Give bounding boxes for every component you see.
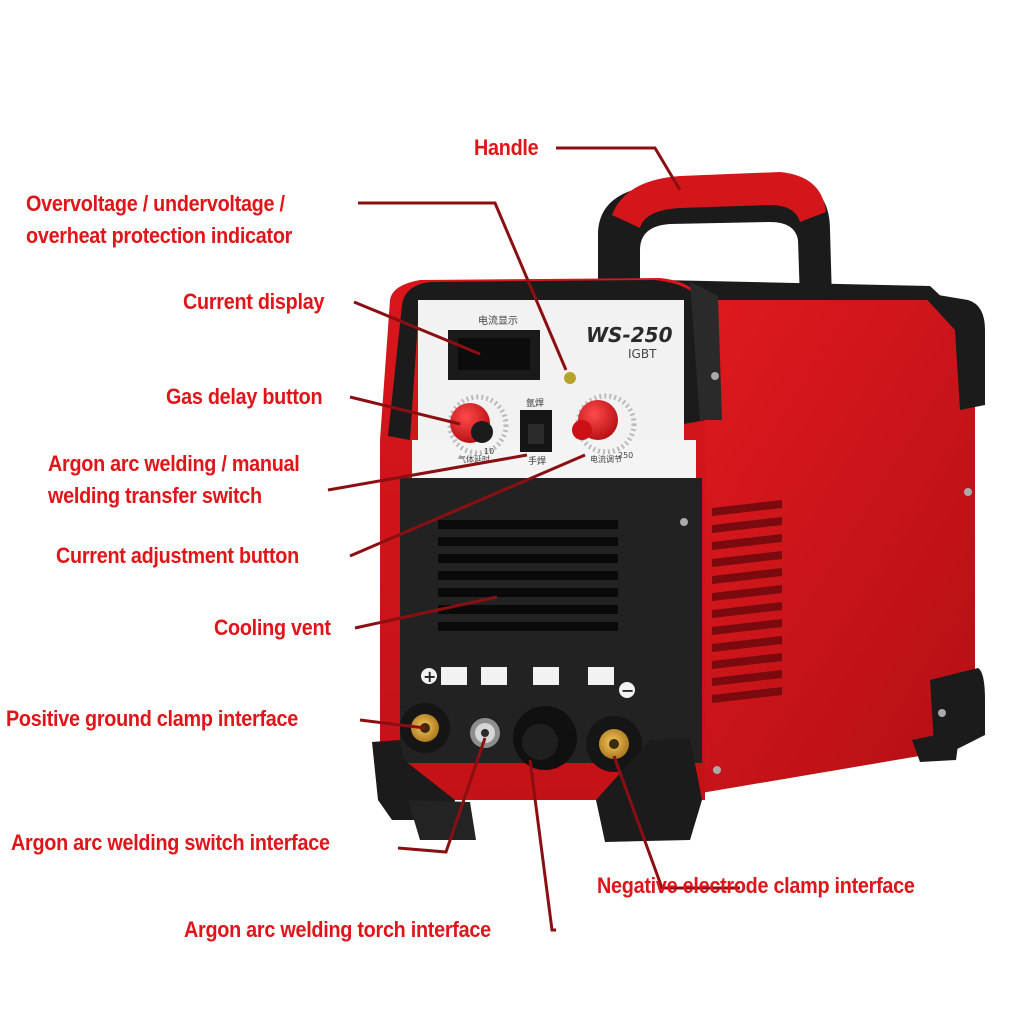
negative-electrode-clamp-socket[interactable] (586, 716, 642, 772)
vent-slat (438, 520, 618, 529)
current-display (448, 330, 540, 380)
label-cooling-vent: Cooling vent (214, 615, 331, 640)
side-vent-slat (712, 636, 782, 652)
technology-label: IGBT (628, 347, 657, 361)
feet (372, 730, 960, 842)
handle (598, 172, 832, 300)
leader-current-adjustment (349, 453, 586, 558)
gas-knob-caption: 气体延时 (458, 454, 490, 464)
vent-slat (438, 588, 618, 597)
leader-argon-torch (528, 759, 556, 932)
side-vent-slat (712, 585, 782, 601)
svg-text:−: − (621, 681, 634, 700)
side-vent-slat (712, 551, 782, 567)
switch-bottom-label: 手焊 (528, 455, 546, 467)
connector-symbols: + − (421, 667, 635, 700)
leader-negative-clamp (612, 755, 740, 890)
model-name: WS-250 (586, 323, 673, 347)
side-vent-slat (712, 517, 782, 533)
current-knob-max: 250 (618, 451, 633, 460)
label-argon-torch-interface: Argon arc welding torch interface (184, 917, 491, 942)
side-cooling-vent (712, 500, 782, 703)
leader-cooling-vent (354, 595, 498, 630)
argon-switch-socket[interactable] (470, 718, 500, 748)
svg-text:+: + (423, 667, 436, 686)
leader-lines (327, 146, 740, 932)
side-vent-slat (712, 568, 782, 584)
side-vent-slat (712, 687, 782, 703)
leader-protection-indicator (358, 201, 568, 371)
label-positive-ground-clamp: Positive ground clamp interface (6, 706, 299, 731)
side-vent-slat (712, 534, 782, 550)
vent-slat (438, 537, 618, 546)
current-knob-caption: 电流调节 (590, 454, 622, 464)
side-vent-slat (712, 670, 782, 686)
cooling-vent (438, 520, 618, 631)
side-vent-slat (712, 619, 782, 635)
leader-positive-clamp (359, 718, 426, 730)
protection-indicator-led (564, 372, 576, 384)
leader-gas-delay (349, 395, 461, 426)
side-vent-slat (712, 500, 782, 516)
transfer-switch[interactable] (520, 410, 552, 452)
vent-slat (438, 554, 618, 563)
label-gas-delay-button: Gas delay button (166, 384, 323, 409)
vent-slat (438, 622, 618, 631)
side-vent-slat (712, 602, 782, 618)
label-current-adjustment-button: Current adjustment button (56, 543, 299, 568)
vent-slat (438, 605, 618, 614)
label-argon-switch-interface: Argon arc welding switch interface (11, 830, 330, 855)
leader-handle (556, 146, 682, 191)
leader-current-display (353, 300, 481, 356)
gas-knob-max: 10 (484, 447, 494, 456)
label-protection-indicator: Overvoltage / undervoltage / overheat pr… (26, 191, 293, 248)
gas-delay-knob[interactable] (447, 394, 509, 456)
current-adjustment-knob[interactable] (572, 393, 637, 455)
label-negative-electrode-clamp: Negative electrode clamp interface (597, 873, 915, 898)
label-current-display: Current display (183, 289, 325, 314)
vent-slat (438, 571, 618, 580)
screws (680, 372, 972, 774)
display-caption: 电流显示 (478, 314, 518, 327)
argon-torch-socket[interactable] (513, 706, 577, 770)
leader-transfer-switch (327, 453, 528, 492)
side-vent-slat (712, 653, 782, 669)
label-transfer-switch: Argon arc welding / manual welding trans… (48, 451, 300, 508)
label-handle: Handle (474, 135, 539, 160)
leader-argon-switch (397, 737, 487, 854)
switch-top-label: 氩焊 (526, 397, 544, 409)
